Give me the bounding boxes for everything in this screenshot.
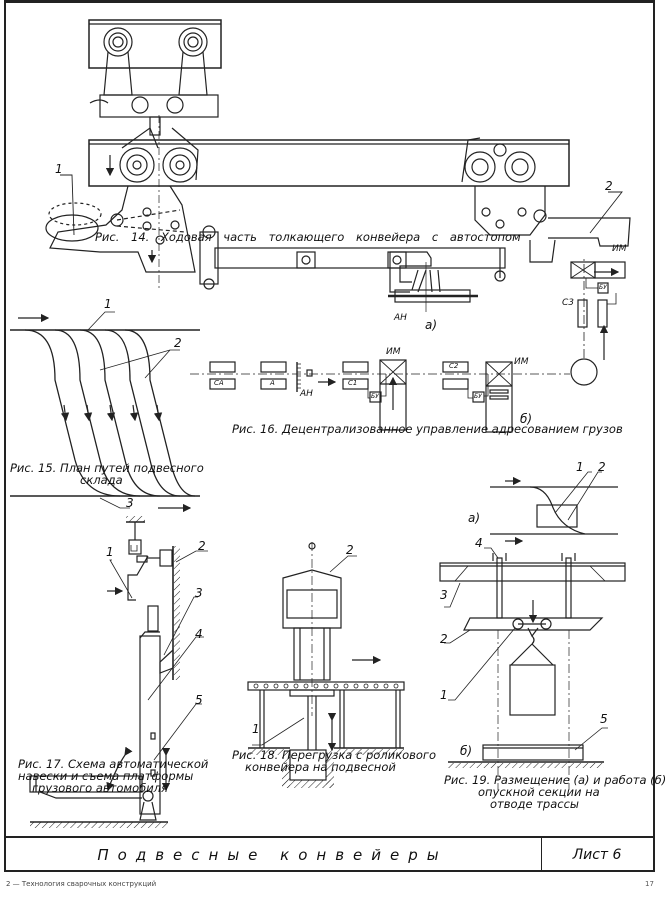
fig19-drawing <box>439 471 626 790</box>
fig18-drawing <box>247 542 405 788</box>
fig16-label-s1: С1 <box>348 379 358 387</box>
fig14-caption: Рис. 14. Ходовая часть толкающего конвей… <box>95 230 521 244</box>
fig16-label-bu1: БУ <box>371 393 379 400</box>
fig15-caption-line2: склада <box>80 473 123 487</box>
sheet-title: Подвесные конвейеры <box>97 846 448 864</box>
fig19-label-2: 2 <box>440 632 448 646</box>
fig15-label-1: 1 <box>104 297 112 311</box>
fig15-caption-line1: Рис. 15. План путей подвесного <box>10 461 204 475</box>
fig16-label-im2: ИМ <box>514 357 529 367</box>
fig16-label-im3: ИМ <box>612 244 627 254</box>
footer-book-title: 2 — Технология сварочных конструкций <box>6 880 157 888</box>
fig19-label-4: 4 <box>475 536 483 550</box>
fig16-label-im1: ИМ <box>386 347 401 357</box>
fig19-caption-line1: Рис. 19. Размещение (а) и работа (б) <box>444 773 665 787</box>
fig17-drawing <box>29 516 208 828</box>
upper-trolley-wheel <box>178 27 208 96</box>
upper-trolley-wheel <box>103 27 133 96</box>
fig16-label-sa: СА <box>214 379 224 387</box>
fig19-label-1: 1 <box>440 688 448 702</box>
fig17-caption-line2: навески и съема платформы <box>18 769 194 783</box>
fig16-label-s3: С3 <box>562 298 575 308</box>
fig15-label-3: 3 <box>126 496 134 510</box>
fig16-label-s2: С2 <box>449 362 459 370</box>
fig15-label-2: 2 <box>174 336 182 350</box>
fig18-caption-line1: Рис. 18. Перегрузка с роликового <box>232 748 437 762</box>
fig19-label-a-2: 2 <box>598 460 606 474</box>
fig15-drawing <box>10 311 200 513</box>
fig19-label-5: 5 <box>600 712 608 726</box>
fig17-label-4: 4 <box>195 627 203 641</box>
fig16-drawing <box>190 251 626 433</box>
sheet-number: Лист 6 <box>541 838 652 872</box>
footer-page-number: 17 <box>645 880 654 888</box>
title-block: Подвесные конвейеры Лист 6 <box>4 836 655 872</box>
fig17-caption-line3: грузового автомобиля <box>32 781 168 795</box>
fig19-sublabel-b: б) <box>460 744 473 758</box>
fig16-label-an-b: АН <box>300 389 313 399</box>
fig19-label-a-1: 1 <box>576 460 584 474</box>
fig17-label-1: 1 <box>106 545 114 559</box>
fig19-label-3: 3 <box>440 588 448 602</box>
fig17-label-3: 3 <box>195 586 203 600</box>
fig16-label-a: А <box>270 379 275 387</box>
fig16-label-bu2: БУ <box>474 393 482 400</box>
fig17-label-2: 2 <box>198 539 206 553</box>
fig16-sublabel-b: б) <box>520 412 533 426</box>
fig14-label-2: 2 <box>605 179 613 193</box>
fig19-caption-line3: отводе трассы <box>490 797 580 811</box>
fig19-sublabel-a: а) <box>468 511 481 525</box>
fig18-caption-line2: конвейера на подвесной <box>245 760 396 774</box>
fig17-label-5: 5 <box>195 693 203 707</box>
fig16-caption: Рис. 16. Децентрализованное управление а… <box>232 422 623 436</box>
fig16-sublabel-a: а) <box>425 318 438 332</box>
fig16-label-bu3: БУ <box>599 284 607 291</box>
fig19-caption-line2: опускной секции на <box>478 785 600 799</box>
fig18-label-1: 1 <box>252 722 260 736</box>
drawing-sheet-frame <box>4 0 655 872</box>
fig14-drawing <box>45 19 631 290</box>
fig18-label-2: 2 <box>346 543 354 557</box>
fig17-caption-line1: Рис. 17. Схема автоматической <box>18 757 209 771</box>
fig14-label-1: 1 <box>55 162 63 176</box>
fig16-label-an-a: АН <box>394 313 407 323</box>
